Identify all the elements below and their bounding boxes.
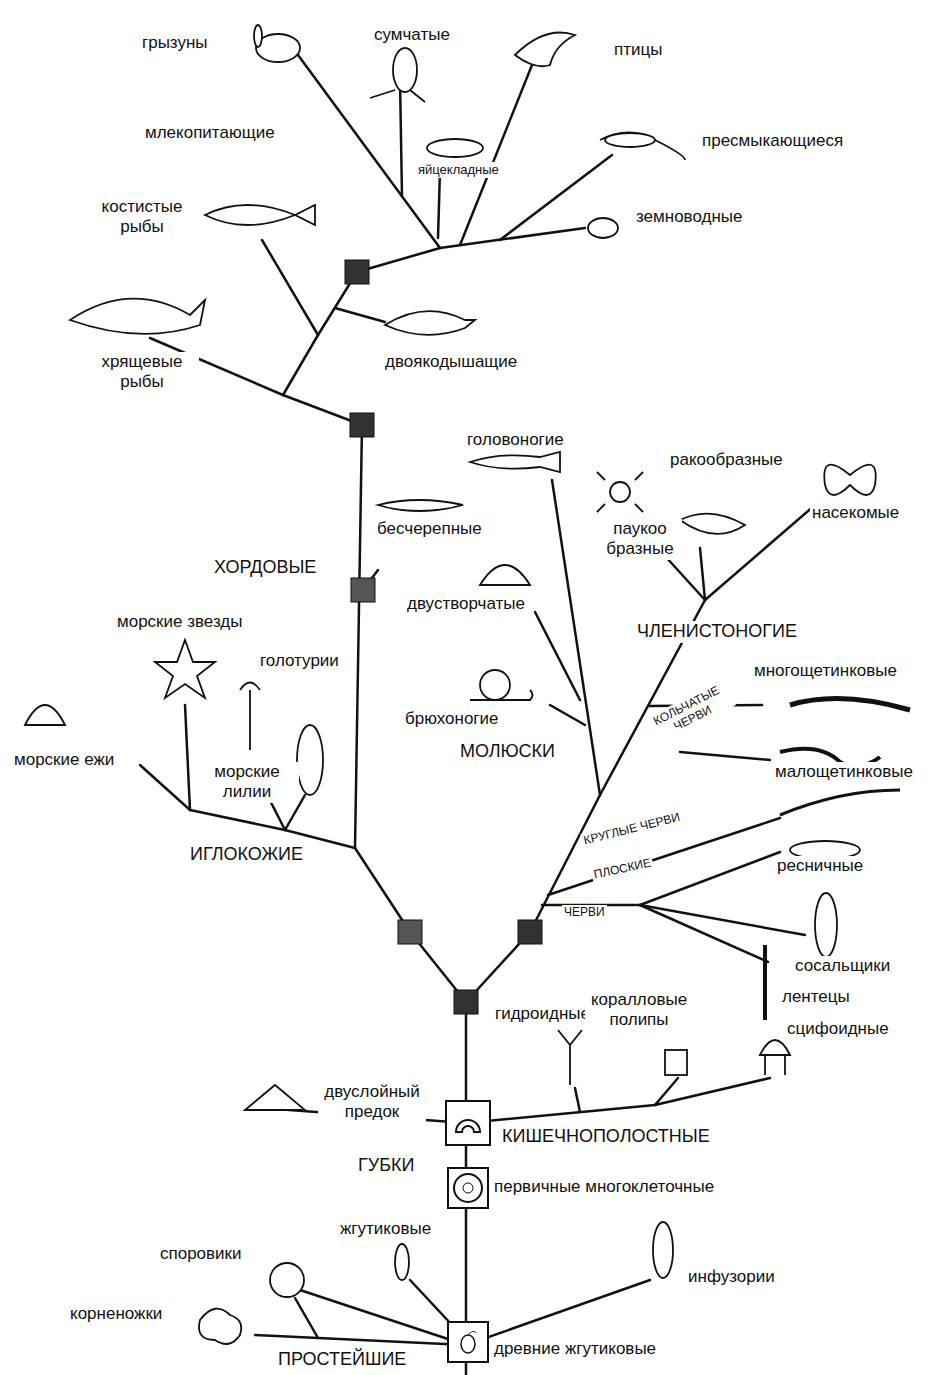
taxon-label: двоякодышащие [383,352,519,372]
taxon-label: ресничные [775,856,865,876]
taxon-label: морские звезды [115,612,244,632]
taxon-label: двуслойный предок [318,1082,426,1123]
taxon-label: сосальщики [793,956,892,976]
taxon-label: ИГЛОКОЖИЕ [188,844,305,866]
taxon-label: морские ежи [12,750,116,770]
taxon-label: пресмыкающиеся [700,131,845,151]
taxon-label: первичные многоклеточные [492,1177,716,1197]
taxon-label: ПРОСТЕЙШИЕ [276,1349,408,1371]
taxon-label: корненожки [68,1304,164,1324]
taxon-label: костистые рыбы [85,197,199,238]
tree-branches [140,55,815,1375]
taxon-label: брюхоногие [403,709,501,729]
taxon-label: головоногие [465,430,566,450]
taxon-label: сумчатые [372,25,452,45]
taxon-label: КРУГЛЫЕ ЧЕРВИ [580,809,683,848]
taxon-label: жгутиковые [338,1219,433,1239]
taxon-label: КОЛЬЧАТЫЕ ЧЕРВИ [643,679,735,745]
taxon-label: млекопитающие [143,123,277,143]
taxon-label: ЧЛЕНИСТОНОГИЕ [635,621,799,643]
taxon-label: споровики [158,1244,244,1264]
taxon-label: насекомые [810,503,901,523]
taxon-label: морские лилии [195,762,299,803]
taxon-label: гидроидные [493,1004,592,1024]
taxon-label: КИШЕЧНОПОЛОСТНЫЕ [500,1126,712,1148]
taxon-label: лентецы [780,987,852,1007]
taxon-label: бесчерепные [375,519,484,539]
animal-icons [25,25,910,1344]
taxon-label: двустворчатые [405,594,527,614]
taxon-label: малощетинковые [773,762,915,782]
taxon-label: ЧЕРВИ [562,905,607,919]
taxon-label: сцифоидные [785,1019,891,1039]
taxon-label: МОЛЮСКИ [458,741,557,763]
taxon-label: инфузории [686,1267,777,1287]
taxon-label: коралловые полипы [585,990,693,1031]
taxon-label: голотурии [258,651,341,671]
taxon-label: ГУБКИ [356,1155,416,1177]
taxon-label: ракообразные [668,450,785,470]
taxon-label: грызуны [140,33,210,53]
taxon-label: паукоо бразные [598,519,682,560]
taxon-label: земноводные [634,207,745,227]
taxon-label: древние жгутиковые [492,1339,658,1359]
taxon-label: многощетинковые [752,661,899,681]
taxon-label: птицы [612,40,664,60]
taxon-label: хрящевые рыбы [85,352,199,393]
taxon-label: яйцекладные [416,162,501,178]
taxon-label: ХОРДОВЫЕ [212,557,318,579]
taxon-label: ПЛОСКИЕ [591,855,655,882]
